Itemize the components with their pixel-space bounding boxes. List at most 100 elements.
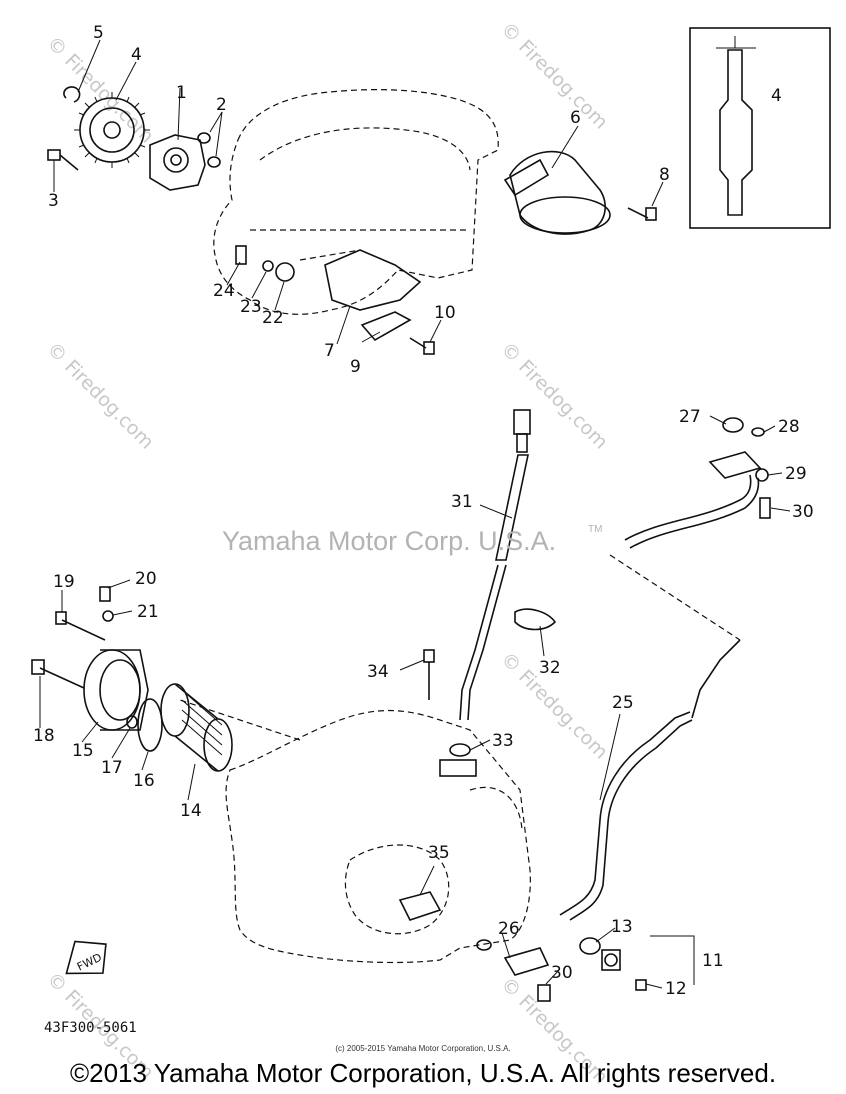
bracket-11 (650, 935, 695, 985)
part-number-27: 27 (679, 407, 701, 427)
part-number-24: 24 (213, 281, 235, 301)
part-number-10: 10 (434, 303, 456, 323)
gasket-13 (579, 937, 601, 955)
part-number-9: 9 (350, 357, 361, 377)
part-number-6: 6 (570, 108, 581, 128)
oil-level-gauge (398, 891, 442, 921)
dipstick-boss (439, 759, 477, 777)
part-number-20: 20 (135, 569, 157, 589)
gasket (449, 743, 471, 757)
bleed-screw (99, 586, 111, 602)
leader-lines (39, 39, 791, 989)
part-number-35: 35 (428, 843, 450, 863)
oil-pump (149, 134, 206, 191)
part-labels: 5 4 1 2 3 6 8 4 24 23 22 7 9 10 27 28 29… (33, 23, 814, 999)
lower-union (503, 947, 550, 976)
part-number-32: 32 (539, 658, 561, 678)
oil-strainer (503, 150, 611, 235)
main-copyright: ©2013 Yamaha Motor Corporation, U.S.A. A… (69, 1058, 777, 1088)
o-ring (197, 132, 211, 144)
part-number-23: 23 (240, 297, 262, 317)
oil-pump-drive-gear (74, 92, 150, 168)
trademark-mark: TM (588, 524, 603, 535)
gasket-28 (751, 427, 765, 437)
fwd-label: FWD (75, 951, 104, 974)
small-copyright: (c) 2005-2015 Yamaha Motor Corporation, … (335, 1044, 511, 1053)
gasket-27 (722, 417, 744, 433)
part-number-21: 21 (137, 602, 159, 622)
o-ring (207, 156, 221, 168)
part-number-28: 28 (778, 417, 800, 437)
part-number-1: 1 (176, 83, 187, 103)
part-number-30: 30 (792, 502, 814, 522)
part-number-11: 11 (702, 951, 724, 971)
lower-crankcase (179, 699, 531, 964)
part-number-33: 33 (492, 731, 514, 751)
oil-filter-element (160, 683, 233, 772)
clamp-bolt-head (423, 649, 435, 663)
part-number-18: 18 (33, 726, 55, 746)
union-bolt-30-lower (537, 984, 551, 1002)
cover-bolt-long (39, 667, 85, 689)
air-bleed-bolt-head (55, 611, 67, 625)
washer-29 (755, 468, 769, 482)
part-number-31: 31 (451, 492, 473, 512)
part-number-30-lower: 30 (551, 963, 573, 983)
part-number-16: 16 (133, 771, 155, 791)
fwd-arrow (65, 940, 107, 975)
upper-crankcase (213, 89, 499, 315)
part-number-5: 5 (93, 23, 104, 43)
dipstick (495, 409, 531, 561)
dipstick-tube (459, 564, 499, 721)
part-number-3: 3 (48, 191, 59, 211)
strainer-bolt-head (645, 207, 657, 221)
drain-bolt-assembly (601, 949, 621, 971)
part-number-22: 22 (262, 308, 284, 328)
part-number-25: 25 (612, 693, 634, 713)
stopper-plate (324, 249, 422, 311)
part-number-4: 4 (131, 45, 142, 65)
air-bleed-bolt (61, 619, 106, 641)
part-number-14: 14 (180, 801, 202, 821)
part-number-19: 19 (53, 572, 75, 592)
part-number-34: 34 (367, 662, 389, 682)
part-number-13: 13 (611, 917, 633, 937)
watermark-text: © Firedog.com (496, 18, 611, 133)
small-o-ring (126, 715, 138, 729)
oil-pipe-upper (691, 639, 741, 719)
gasket-26 (476, 939, 492, 951)
part-number-12: 12 (665, 979, 687, 999)
detail-inset (689, 27, 831, 229)
plate-bolt-head (423, 341, 435, 355)
union-fitting (708, 451, 762, 479)
union-bolt-30 (759, 497, 771, 519)
circlip (63, 86, 81, 103)
o-ring-small (262, 260, 274, 272)
pipe-route-line (609, 554, 741, 641)
dowel-pin (235, 245, 247, 265)
drain-plug-washer (275, 262, 295, 282)
watermark-text: © Firedog.com (496, 338, 611, 453)
part-number-4-inset: 4 (771, 86, 782, 106)
center-watermark: Yamaha Motor Corp. U.S.A. (222, 526, 557, 556)
watermark-text: © Firedog.com (42, 338, 157, 453)
part-number-15: 15 (72, 741, 94, 761)
part-number-7: 7 (324, 341, 335, 361)
diagram-code: 43F300-5061 (44, 1020, 137, 1036)
screw-12 (635, 979, 647, 991)
oil-delivery-pipe (559, 711, 691, 916)
pump-bolt (47, 149, 79, 171)
filter-cover-o-ring (137, 698, 163, 752)
plate (360, 311, 412, 342)
bleed-washer (102, 610, 114, 622)
strainer-bolt (627, 207, 649, 219)
part-number-8: 8 (659, 165, 670, 185)
clamp (514, 608, 557, 631)
part-number-26: 26 (498, 919, 520, 939)
part-number-17: 17 (101, 758, 123, 778)
part-number-2: 2 (216, 95, 227, 115)
part-number-29: 29 (785, 464, 807, 484)
oil-filter-cover (83, 649, 149, 731)
cover-bolt-long-head (31, 659, 45, 675)
